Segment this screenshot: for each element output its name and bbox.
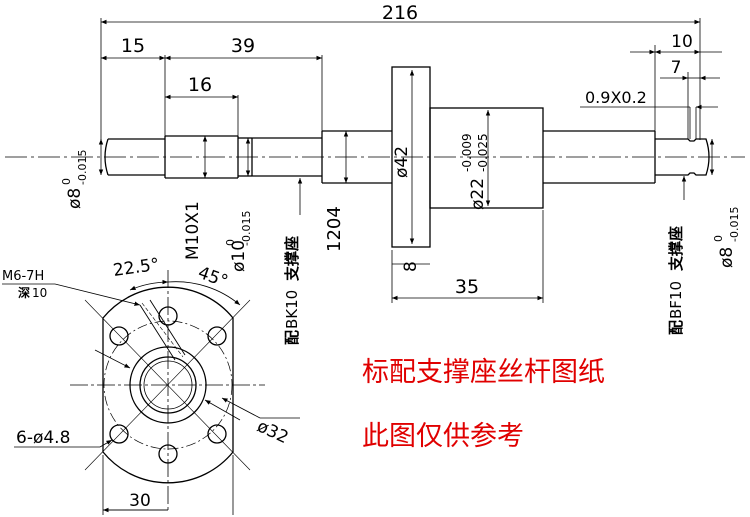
left-end-tol-lower: -0.015 bbox=[76, 150, 89, 185]
thread-span-label: 39 bbox=[231, 35, 255, 57]
overall-length-label: 216 bbox=[382, 2, 418, 24]
right-support-prefix: 配 bbox=[667, 320, 685, 335]
dimension-lines bbox=[98, 18, 722, 303]
tapped-hole-depth-label: 深 bbox=[18, 285, 30, 300]
bearing-tol-lower: -0.015 bbox=[240, 211, 253, 246]
tapped-hole-spec: M6-7H bbox=[2, 269, 44, 284]
nut-tol-upper: -0.009 bbox=[460, 133, 474, 172]
right-support-code: BF10 bbox=[667, 281, 685, 319]
drawing-title-note: 标配支撑座丝杆图纸 bbox=[362, 357, 605, 388]
thread-length-label: 16 bbox=[188, 74, 212, 96]
shaft-outline bbox=[5, 66, 745, 248]
flange-cut-width-label: 30 bbox=[129, 491, 151, 511]
flange-front-dims bbox=[2, 270, 300, 515]
nut-diameter-label: ø22 bbox=[468, 178, 488, 210]
flange-thickness-label: 8 bbox=[401, 261, 421, 272]
thread-spec-label: M10X1 bbox=[183, 201, 203, 260]
bearing-diameter-label: ø10 bbox=[229, 240, 249, 272]
left-end-length-label: 15 bbox=[121, 35, 145, 57]
angle-45-label: 45° bbox=[195, 263, 230, 292]
reference-note: 此图仅供参考 bbox=[362, 421, 524, 452]
left-support-code: BK10 bbox=[283, 290, 301, 329]
left-end-diameter-label: ø8 bbox=[65, 188, 85, 209]
right-end-tol-upper: 0 bbox=[712, 235, 725, 242]
angle-22-5-label: 22.5° bbox=[112, 255, 161, 281]
screw-model-label: 1204 bbox=[324, 206, 345, 252]
nut-tol-lower: -0.025 bbox=[476, 133, 490, 172]
right-end-length-label: 10 bbox=[671, 32, 693, 52]
nut-length-label: 35 bbox=[455, 276, 479, 298]
right-groove-length-label: 7 bbox=[671, 58, 682, 78]
side-view-labels: 216 15 39 16 10 7 0.9X0.2 ø8 0 -0.015 M1… bbox=[60, 2, 741, 345]
flange-front-labels: M6-7H 深 10 22.5° 45° 6-ø4.8 ø32 30 bbox=[2, 255, 291, 511]
left-support-prefix: 配 bbox=[283, 330, 301, 345]
mounting-holes-label: 6-ø4.8 bbox=[16, 428, 70, 448]
right-end-tol-lower: -0.015 bbox=[728, 207, 741, 242]
right-support-name: 支撑座 bbox=[667, 226, 685, 272]
bolt-circle-label: ø32 bbox=[254, 416, 291, 448]
left-support-name: 支撑座 bbox=[283, 236, 301, 282]
flange-diameter-label: ø42 bbox=[392, 146, 412, 178]
groove-spec-label: 0.9X0.2 bbox=[585, 88, 647, 107]
right-end-diameter-label: ø8 bbox=[717, 247, 737, 268]
bearing-tol-upper: 0 bbox=[224, 239, 237, 246]
left-end-tol-upper: 0 bbox=[60, 178, 73, 185]
tapped-hole-depth: 10 bbox=[32, 286, 47, 300]
